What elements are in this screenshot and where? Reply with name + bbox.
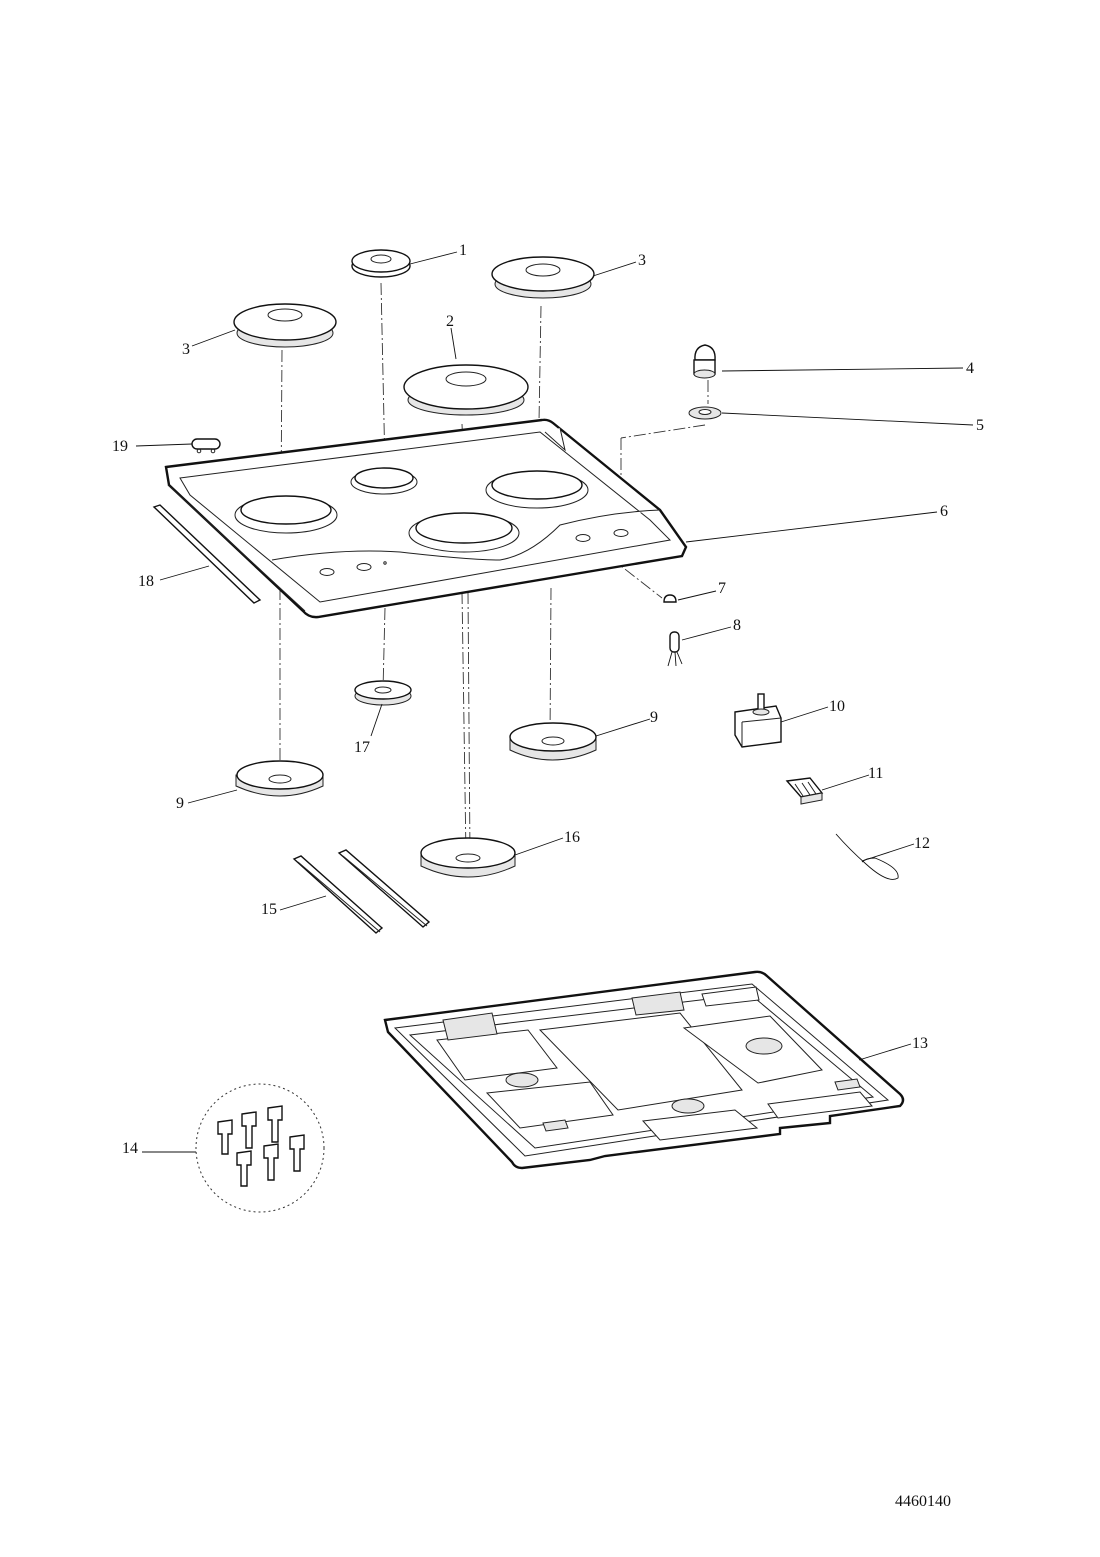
part-14-fixing-clips — [195, 1083, 325, 1213]
callout-5: 5 — [976, 417, 984, 434]
part-6-hob-top-panel — [164, 418, 688, 619]
part-15-mounting-rails — [292, 849, 431, 934]
callout-17: 17 — [354, 739, 370, 756]
part-4-control-knob — [693, 344, 716, 379]
callout-1: 1 — [459, 242, 467, 259]
callout-18: 18 — [138, 573, 154, 590]
callout-19: 19 — [112, 438, 128, 455]
part-17-burner-washer — [354, 680, 412, 706]
callout-8: 8 — [733, 617, 741, 634]
part-19-rubber-foot — [191, 438, 221, 454]
part-16-burner-bowl-large — [420, 837, 516, 878]
part-3-burner-cap-left — [233, 303, 337, 348]
part-10-gas-valve — [734, 693, 782, 748]
part-18-side-strip — [152, 504, 262, 604]
callout-labels: 1 3 3 2 4 5 19 6 18 7 8 17 9 10 9 11 12 … — [112, 242, 984, 1157]
callout-9-left: 9 — [176, 795, 184, 812]
callout-11: 11 — [868, 765, 883, 782]
part-1-small-burner-cap — [351, 249, 411, 278]
part-9-burner-bowl-right — [509, 722, 597, 761]
drawing-code: 4460140 — [895, 1493, 951, 1510]
callout-12: 12 — [914, 835, 930, 852]
callout-10: 10 — [829, 698, 845, 715]
part-12-wire-clip — [835, 833, 899, 880]
leader-lines — [135, 251, 974, 1153]
part-11-connector-block — [785, 777, 824, 805]
callout-15: 15 — [261, 901, 277, 918]
part-7-dome-cap — [663, 594, 677, 603]
part-8-ignition-plug — [667, 631, 683, 667]
callout-3-right: 3 — [638, 252, 646, 269]
callout-14: 14 — [122, 1140, 138, 1157]
callout-9-right: 9 — [650, 709, 658, 726]
part-13-base-tray — [383, 970, 905, 1170]
callout-6: 6 — [940, 503, 948, 520]
callout-16: 16 — [564, 829, 580, 846]
callout-2: 2 — [446, 313, 454, 330]
part-9-burner-bowl-left — [235, 760, 324, 797]
part-3-burner-cap-right — [491, 256, 595, 299]
callout-13: 13 — [912, 1035, 928, 1052]
callout-3-left: 3 — [182, 341, 190, 358]
callout-7: 7 — [718, 580, 726, 597]
part-2-large-burner-cap — [403, 364, 529, 416]
part-5-knob-washer — [688, 406, 722, 420]
callout-4: 4 — [966, 360, 974, 377]
